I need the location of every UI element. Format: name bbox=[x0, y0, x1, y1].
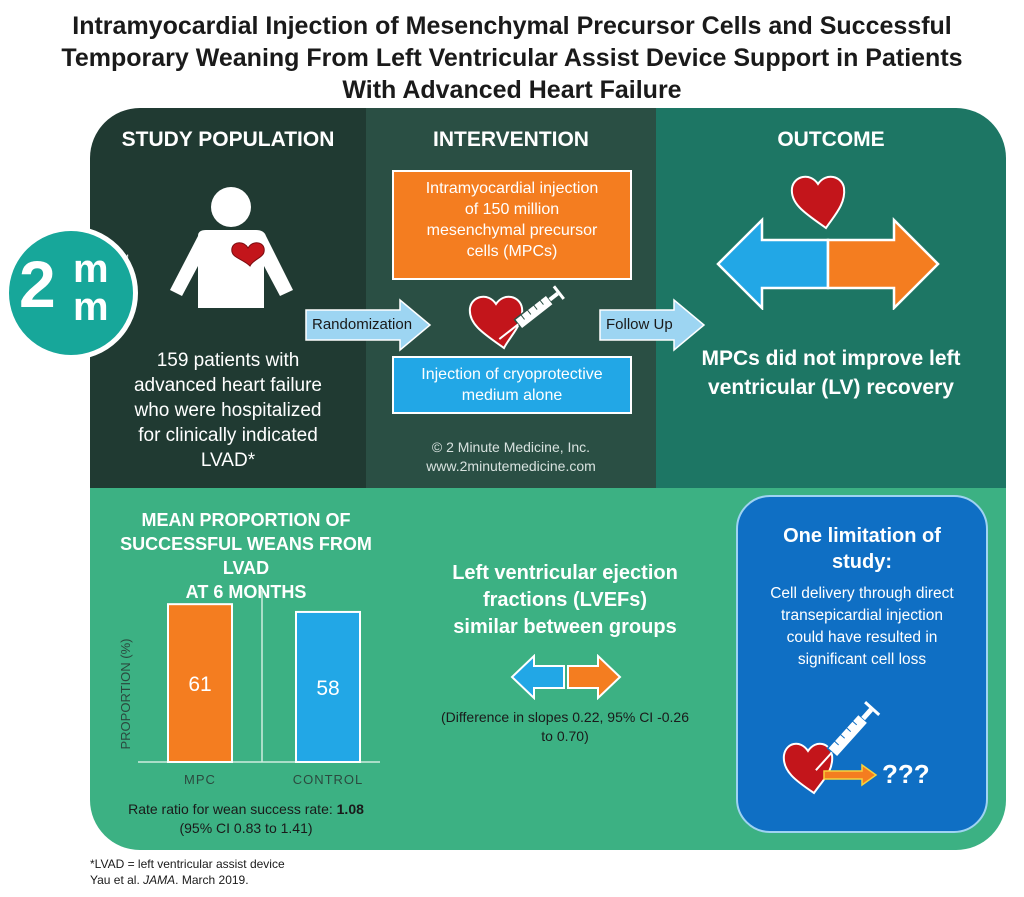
limitation-line: significant cell loss bbox=[797, 651, 927, 668]
study-population-header: STUDY POPULATION bbox=[121, 128, 335, 151]
logo-m-bottom: m bbox=[73, 285, 109, 329]
mpc-box-line: cells (MPCs) bbox=[466, 243, 558, 260]
double-arrow-icon bbox=[510, 654, 622, 700]
category-label: CONTROL bbox=[293, 772, 364, 787]
randomization-arrow bbox=[305, 298, 432, 352]
lvef-line: fractions (LVEFs) bbox=[482, 589, 648, 611]
follow-up-arrow bbox=[599, 298, 706, 352]
bar-mpc bbox=[167, 603, 233, 763]
rate-ratio: Rate ratio for wean success rate: 1.08 (… bbox=[96, 800, 396, 838]
rate-ratio-ci: (95% CI 0.83 to 1.41) bbox=[179, 820, 313, 836]
title-line-1: Intramyocardial Injection of Mesenchymal… bbox=[72, 12, 952, 40]
randomization-label: Randomization bbox=[312, 316, 413, 333]
citation-date: . March 2019. bbox=[175, 873, 249, 887]
chart-y-axis-label: PROPORTION (%) bbox=[118, 639, 133, 750]
study-population-line: who were hospitalized bbox=[134, 400, 322, 421]
study-population-line: 159 patients with bbox=[156, 350, 300, 371]
control-treatment-box: Injection of cryoprotective medium alone bbox=[392, 356, 632, 414]
control-box-line: Injection of cryoprotective bbox=[421, 366, 603, 383]
heart-syringe-loss-icon bbox=[782, 701, 881, 795]
study-population-text: 159 patients with advanced heart failure… bbox=[100, 348, 356, 473]
follow-up-label: Follow Up bbox=[606, 316, 673, 333]
title-line-2: Temporary Weaning From Left Ventricular … bbox=[61, 44, 963, 72]
study-population-panel: STUDY POPULATION 159 patients with advan… bbox=[90, 108, 366, 500]
bar-value-label: 61 bbox=[188, 673, 211, 696]
limitation-line: transepicardial injection bbox=[781, 607, 943, 624]
heart-syringe-icon bbox=[468, 285, 565, 350]
page-title: Intramyocardial Injection of Mesenchymal… bbox=[60, 10, 964, 106]
logo-two: 2 bbox=[19, 247, 56, 321]
mpc-box-line: Intramyocardial injection bbox=[425, 180, 599, 197]
limitation-header-line: study: bbox=[832, 551, 892, 573]
limitation-box: One limitation of study: Cell delivery t… bbox=[736, 495, 988, 833]
study-population-line: advanced heart failure bbox=[133, 375, 322, 396]
lvef-text: Left ventricular ejection fractions (LVE… bbox=[410, 560, 720, 641]
outcome-line: ventricular (LV) recovery bbox=[708, 376, 954, 399]
title-line-3: With Advanced Heart Failure bbox=[342, 76, 682, 104]
rate-ratio-value: 1.08 bbox=[336, 801, 364, 817]
heart-double-arrow-icon bbox=[716, 175, 940, 310]
weans-header-line: MEAN PROPORTION OF bbox=[141, 510, 351, 530]
citation-authors: Yau et al. bbox=[90, 873, 144, 887]
top-panels: STUDY POPULATION 159 patients with advan… bbox=[90, 108, 1006, 500]
weans-header-line: SUCCESSFUL WEANS FROM LVAD bbox=[120, 534, 372, 578]
footnote: *LVAD = left ventricular assist device Y… bbox=[90, 856, 285, 888]
lvef-difference-line: to 0.70) bbox=[541, 728, 589, 744]
logo-tm: ™ bbox=[121, 253, 129, 262]
outcome-panel: OUTCOME MPCs did not improve left ventri… bbox=[656, 108, 1006, 500]
limitation-line: could have resulted in bbox=[786, 629, 938, 646]
outcome-text: MPCs did not improve left ventricular (L… bbox=[656, 344, 1006, 402]
question-marks: ??? bbox=[882, 759, 930, 789]
lvef-line: similar between groups bbox=[453, 616, 677, 638]
limitation-line: Cell delivery through direct bbox=[770, 585, 954, 602]
mpc-box-line: mesenchymal precursor bbox=[426, 222, 598, 239]
outcome-header: OUTCOME bbox=[777, 128, 885, 151]
logo-m-top: m bbox=[73, 247, 109, 291]
study-population-line: LVAD* bbox=[200, 450, 256, 471]
weans-header-line: AT 6 MONTHS bbox=[185, 582, 307, 602]
intervention-panel: INTERVENTION Intramyocardial injection o… bbox=[366, 108, 656, 500]
patient-with-heart-icon bbox=[170, 187, 293, 308]
mpc-treatment-box: Intramyocardial injection of 150 million… bbox=[392, 170, 632, 280]
control-box-line: medium alone bbox=[461, 387, 563, 404]
website-link[interactable]: www.2minutemedicine.com bbox=[426, 458, 596, 474]
intervention-header: INTERVENTION bbox=[433, 128, 589, 151]
rate-ratio-prefix: Rate ratio for wean success rate: bbox=[128, 801, 337, 817]
bar-value-label: 58 bbox=[316, 677, 339, 700]
footnote-definition: *LVAD = left ventricular assist device bbox=[90, 857, 285, 871]
limitation-header-line: One limitation of bbox=[783, 525, 941, 547]
limitation-text: Cell delivery through direct transepicar… bbox=[738, 583, 986, 671]
lvef-difference-line: (Difference in slopes 0.22, 95% CI -0.26 bbox=[441, 709, 689, 725]
category-label: MPC bbox=[184, 772, 216, 787]
lvef-difference: (Difference in slopes 0.22, 95% CI -0.26… bbox=[412, 708, 718, 746]
outcome-line: MPCs did not improve left bbox=[701, 347, 961, 370]
2-minute-medicine-logo: 2 m m ™ bbox=[4, 226, 138, 360]
weans-header: MEAN PROPORTION OF SUCCESSFUL WEANS FROM… bbox=[96, 508, 396, 604]
copyright-line: © 2 Minute Medicine, Inc. bbox=[431, 439, 591, 455]
mpc-box-line: of 150 million bbox=[464, 201, 560, 218]
copyright: © 2 Minute Medicine, Inc. www.2minutemed… bbox=[366, 438, 656, 476]
footnote-citation: Yau et al. JAMA. March 2019. bbox=[90, 872, 285, 888]
rate-ratio-line: Rate ratio for wean success rate: 1.08 bbox=[96, 800, 396, 819]
lvef-line: Left ventricular ejection bbox=[452, 562, 678, 584]
study-population-line: for clinically indicated bbox=[138, 425, 318, 446]
limitation-header: One limitation of study: bbox=[738, 523, 986, 575]
bar-control bbox=[295, 610, 361, 764]
citation-journal: JAMA bbox=[143, 873, 176, 887]
